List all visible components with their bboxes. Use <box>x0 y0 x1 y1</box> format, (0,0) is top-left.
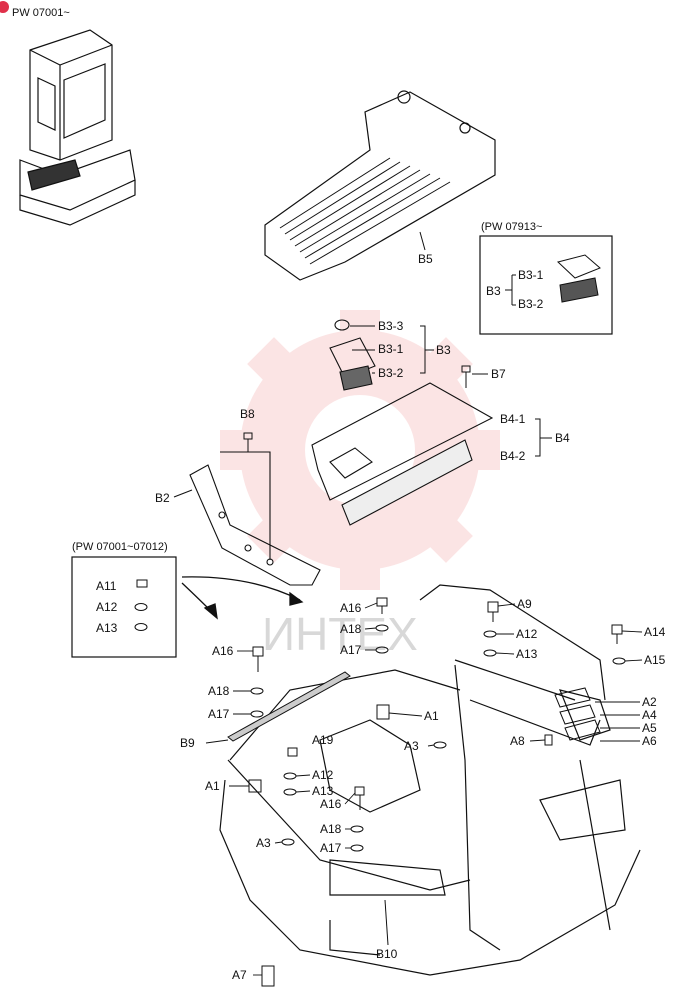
pointer-arrows-icon <box>181 576 304 620</box>
label-a19: A19 <box>312 733 334 747</box>
part-b3-assembly <box>329 319 376 391</box>
label-a7: A7 <box>232 968 247 982</box>
label-b3-3: B3-3 <box>378 319 404 333</box>
label-a13-right: A13 <box>516 647 538 661</box>
label-a4: A4 <box>642 708 657 722</box>
inset-b3-label-b3-1: B3-1 <box>518 268 544 282</box>
fastener-icons <box>248 597 626 987</box>
label-a16-top: A16 <box>340 601 362 615</box>
label-a1-left: A1 <box>205 779 220 793</box>
label-a9: A9 <box>517 597 532 611</box>
label-b8: B8 <box>240 407 255 421</box>
label-a12-right: A12 <box>516 627 538 641</box>
label-a5: A5 <box>642 721 657 735</box>
label-a12-center: A12 <box>312 768 334 782</box>
label-b4-2: B4-2 <box>500 449 526 463</box>
inset-label-a12: A12 <box>96 600 118 614</box>
header-serial: PW 07001~ <box>12 7 70 19</box>
label-b3: B3 <box>436 343 451 357</box>
label-a13-center: A13 <box>312 784 334 798</box>
label-a18-left: A18 <box>208 684 230 698</box>
label-b5: B5 <box>418 252 433 266</box>
label-b10: B10 <box>376 947 398 961</box>
label-a17-top: A17 <box>340 643 362 657</box>
label-b2: B2 <box>155 491 170 505</box>
inset-b3-box: (PW 07913~ B3 B3-1 B3-2 <box>479 221 613 335</box>
inset-a11-box: (PW 07001~07012) A11 A12 A13 <box>71 541 177 658</box>
inset-label-a13: A13 <box>96 621 118 635</box>
label-a15: A15 <box>644 653 666 667</box>
label-a1-center: A1 <box>424 709 439 723</box>
label-a16-center: A16 <box>320 797 342 811</box>
label-b4: B4 <box>555 431 570 445</box>
label-a6: A6 <box>642 734 657 748</box>
label-b3-2: B3-2 <box>378 366 404 380</box>
inset-label-a11: A11 <box>96 579 117 593</box>
machine-thumbnail-icon <box>19 29 136 226</box>
part-b5-floor-mat <box>264 90 496 281</box>
inset-b3-label-b3-2: B3-2 <box>518 297 544 311</box>
label-a14: A14 <box>644 625 666 639</box>
label-a2: A2 <box>642 695 657 709</box>
label-b4-1: B4-1 <box>500 412 526 426</box>
label-a17-center: A17 <box>320 841 342 855</box>
part-b9-strip <box>227 671 351 742</box>
red-badge-icon <box>0 1 9 13</box>
inset-b3-range: (PW 07913~ <box>481 221 542 233</box>
label-a8: A8 <box>510 734 525 748</box>
label-a3-center: A3 <box>404 739 419 753</box>
label-a18-top: A18 <box>340 622 362 636</box>
label-a3-left: A3 <box>256 836 271 850</box>
inset-a11-range: (PW 07001~07012) <box>72 541 168 553</box>
label-a17-left: A17 <box>208 707 230 721</box>
leader-lines <box>229 602 643 976</box>
label-b9: B9 <box>180 736 195 750</box>
label-b3-1: B3-1 <box>378 342 404 356</box>
label-a16-left: A16 <box>212 644 234 658</box>
inset-b3-label-b3: B3 <box>486 284 501 298</box>
label-a18-center: A18 <box>320 822 342 836</box>
part-b2-bracket <box>189 451 321 586</box>
label-b7: B7 <box>491 367 506 381</box>
part-b7-bolt <box>461 365 471 388</box>
watermark-text: ИНТЕХ <box>262 608 418 660</box>
part-b4-plate <box>311 382 494 526</box>
part-b8-bolt <box>243 432 253 452</box>
